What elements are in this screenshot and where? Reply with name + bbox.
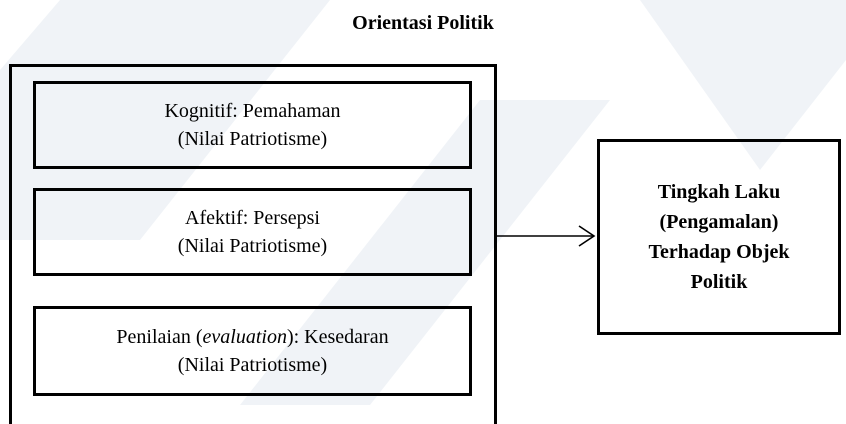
affective-box: Afektif: Persepsi (Nilai Patriotisme)	[33, 188, 472, 276]
evaluative-suffix: ): Kesedaran	[286, 326, 389, 348]
result-line-4: Politik	[690, 271, 748, 293]
evaluative-prefix: Penilaian (	[116, 326, 203, 348]
cognitive-box-line1: Kognitif: Pemahaman	[164, 100, 341, 122]
result-line-2: (Pengamalan)	[659, 211, 779, 233]
evaluative-box: Penilaian (evaluation): Kesedaran (Nilai…	[33, 306, 472, 396]
behavior-result-box: Tingkah Laku (Pengamalan) Terhadap Objek…	[597, 139, 841, 335]
cognitive-box: Kognitif: Pemahaman (Nilai Patriotisme)	[33, 81, 472, 169]
evaluative-italic-term: evaluation	[202, 326, 287, 348]
diagram-title: Orientasi Politik	[352, 12, 494, 34]
evaluative-box-line2: (Nilai Patriotisme)	[177, 354, 328, 376]
affective-box-line1: Afektif: Persepsi	[185, 207, 320, 229]
orientation-group-box	[9, 64, 497, 424]
result-line-1: Tingkah Laku	[657, 181, 781, 203]
cognitive-box-line2: (Nilai Patriotisme)	[177, 128, 328, 150]
arrow-head-icon	[578, 225, 596, 247]
affective-box-line2: (Nilai Patriotisme)	[177, 235, 328, 257]
result-line-3: Terhadap Objek	[648, 241, 790, 263]
evaluative-box-line1: Penilaian (evaluation): Kesedaran	[116, 323, 388, 351]
arrow-connector	[497, 225, 596, 247]
